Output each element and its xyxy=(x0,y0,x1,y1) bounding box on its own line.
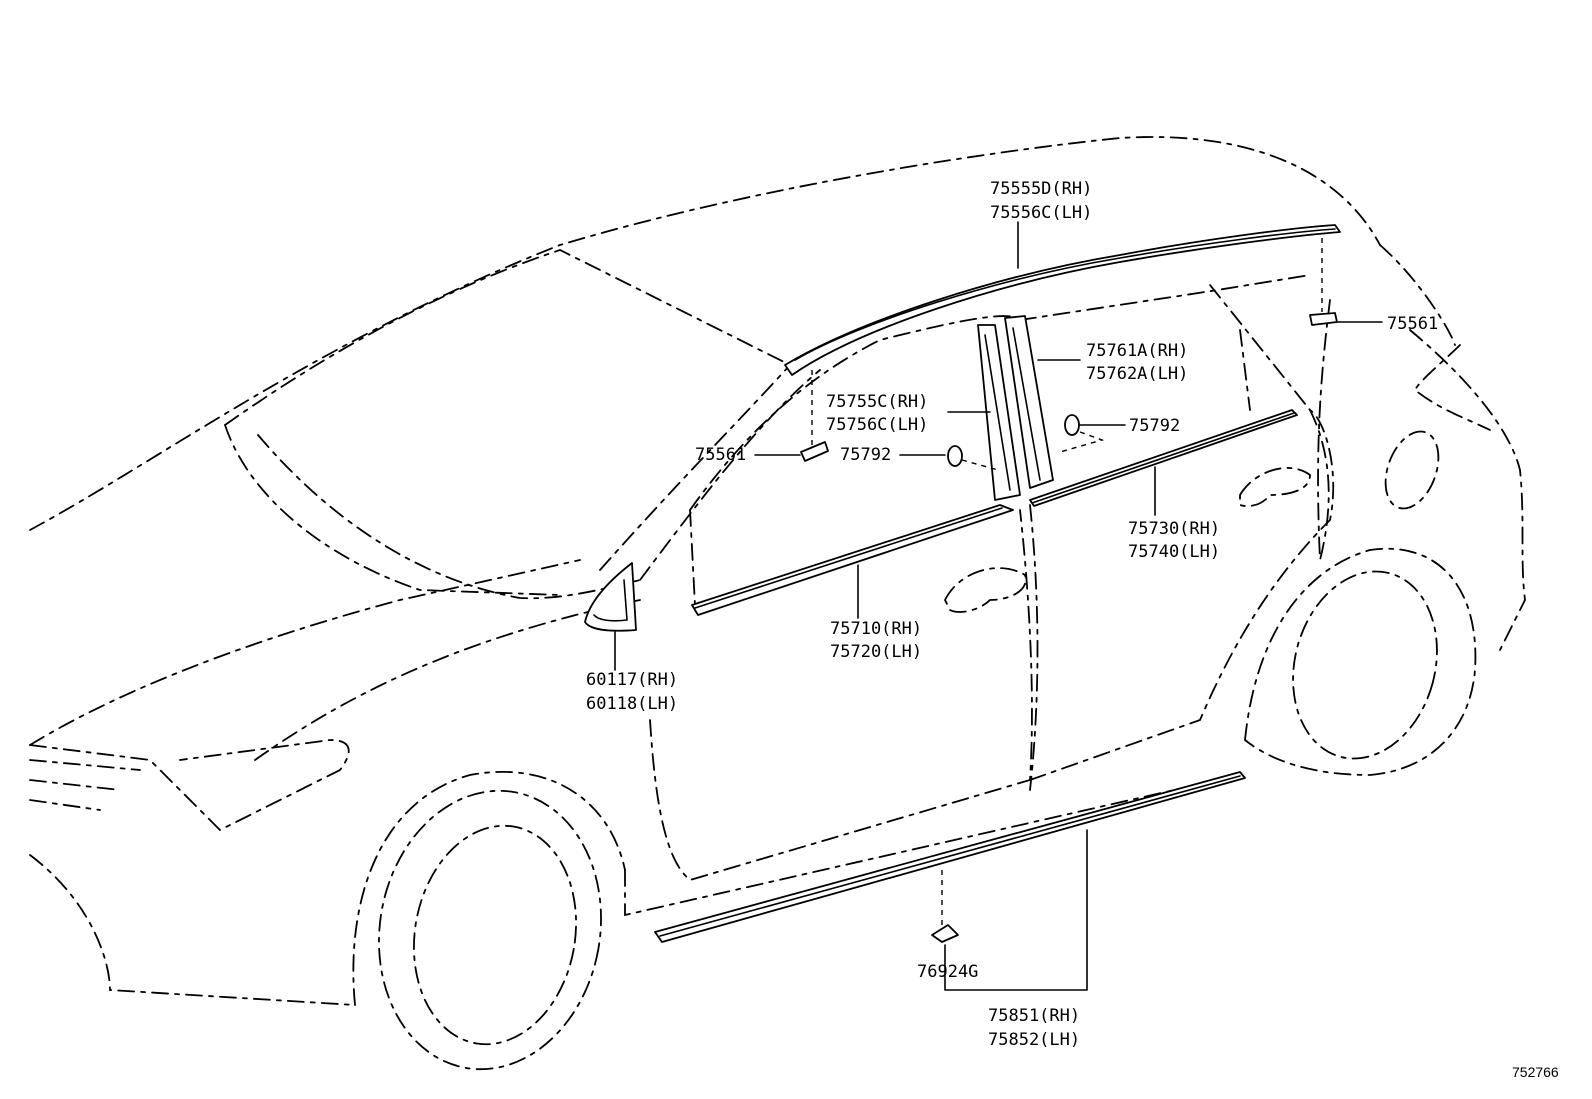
leader-lines xyxy=(614,221,1383,991)
label-76924g: 76924G xyxy=(917,962,978,982)
label-75740: 75740(LH) xyxy=(1128,542,1220,562)
label-75756c: 75756C(LH) xyxy=(826,415,928,435)
label-60118: 60118(LH) xyxy=(586,694,678,714)
clip-75792-front xyxy=(947,445,963,467)
label-75761a: 75761A(RH) xyxy=(1086,341,1188,361)
label-75556c: 75556C(LH) xyxy=(990,203,1092,223)
clip-75561-rear xyxy=(1309,312,1338,326)
label-75792-front: 75792 xyxy=(840,445,891,465)
label-75792-rear: 75792 xyxy=(1129,416,1180,436)
roof-molding xyxy=(784,224,1341,376)
label-75755c: 75755C(RH) xyxy=(826,392,928,412)
label-75561-rear: 75561 xyxy=(1387,314,1438,334)
clip-76924g xyxy=(931,924,959,943)
label-60117: 60117(RH) xyxy=(586,670,678,690)
rocker-molding xyxy=(654,771,1246,943)
part-labels: 75555D(RH) 75556C(LH) 75561 75761A(RH) 7… xyxy=(586,179,1559,1080)
front-pillar-garnish xyxy=(977,324,1021,501)
label-75852: 75852(LH) xyxy=(988,1030,1080,1050)
label-75730: 75730(RH) xyxy=(1128,519,1220,539)
corner-cover xyxy=(584,562,637,632)
rear-pillar-garnish xyxy=(1004,315,1054,489)
rear-belt-molding xyxy=(1029,409,1298,507)
front-belt-molding xyxy=(691,504,1014,616)
label-75561-front: 75561 xyxy=(695,445,746,465)
figure-reference-number: 752766 xyxy=(1512,1064,1559,1080)
clip-75792-rear xyxy=(1064,414,1080,436)
label-75710: 75710(RH) xyxy=(830,619,922,639)
clips xyxy=(800,312,1338,943)
label-75555d: 75555D(RH) xyxy=(990,179,1092,199)
car-body-outline xyxy=(29,136,1526,1071)
label-75762a: 75762A(LH) xyxy=(1086,364,1188,384)
label-75720: 75720(LH) xyxy=(830,642,922,662)
clip-75561-front xyxy=(800,441,829,462)
label-75851: 75851(RH) xyxy=(988,1006,1080,1026)
